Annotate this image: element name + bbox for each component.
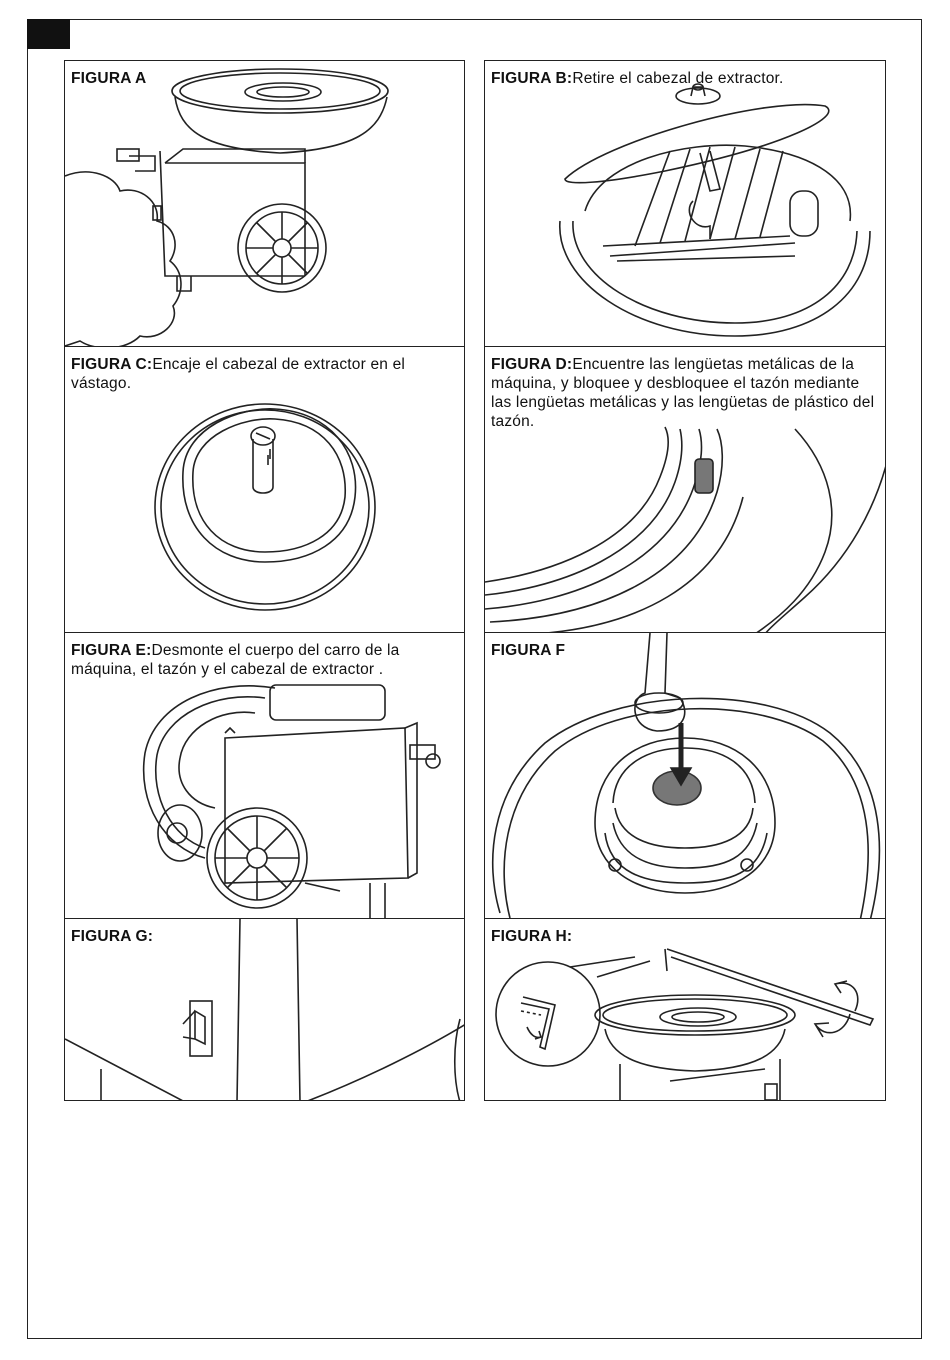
figure-d-illustration: [485, 426, 885, 632]
figure-c-panel: FIGURA C:Encaje el cabezal de extractor …: [64, 346, 465, 633]
figure-f-illustration: [491, 633, 881, 919]
figure-h-illustration: [495, 948, 875, 1100]
figure-c-text: Encaje el cabezal de extractor en el vás…: [71, 356, 406, 392]
figure-b-illustration: [559, 83, 871, 337]
figure-e-caption: FIGURA E:Desmonte el cuerpo del carro de…: [71, 641, 456, 679]
figure-b-panel: FIGURA B:Retire el cabezal de extractor.: [484, 60, 886, 347]
figure-c-label: FIGURA C:: [71, 356, 153, 373]
figure-e-label: FIGURA E:: [71, 642, 152, 659]
figure-a-caption: FIGURA A: [71, 69, 456, 88]
figure-d-panel: FIGURA D:Encuentre las lengüetas metálic…: [484, 346, 886, 633]
figure-d-label: FIGURA D:: [491, 356, 573, 373]
figure-g-caption: FIGURA G:: [71, 927, 456, 946]
figure-a-label: FIGURA A: [71, 70, 147, 87]
figure-d-caption: FIGURA D:Encuentre las lengüetas metálic…: [491, 355, 877, 431]
figure-e-text: Desmonte el cuerpo del carro de la máqui…: [71, 642, 400, 678]
figure-c-illustration: [154, 403, 376, 611]
figure-a-panel: FIGURA A: [64, 60, 465, 347]
page-corner-tab: [27, 19, 70, 49]
figure-g-illustration: [65, 919, 464, 1100]
figure-f-label: FIGURA F: [491, 642, 566, 659]
figure-a-illustration: [65, 68, 389, 346]
figure-f-panel: FIGURA F: [484, 632, 886, 920]
figure-h-panel: FIGURA H:: [484, 918, 886, 1101]
figure-g-label: FIGURA G:: [71, 928, 154, 945]
figure-f-caption: FIGURA F: [491, 641, 877, 660]
page-border: [27, 19, 922, 1339]
figure-h-label: FIGURA H:: [491, 928, 573, 945]
figure-b-caption: FIGURA B:Retire el cabezal de extractor.: [491, 69, 877, 88]
figure-d-text: Encuentre las lengüetas metálicas de la …: [491, 356, 875, 430]
figure-b-label: FIGURA B:: [491, 70, 573, 87]
figure-g-panel: FIGURA G:: [64, 918, 465, 1101]
figure-b-text: Retire el cabezal de extractor.: [572, 70, 784, 87]
figure-e-illustration: [142, 684, 441, 919]
figure-e-panel: FIGURA E:Desmonte el cuerpo del carro de…: [64, 632, 465, 920]
figure-h-caption: FIGURA H:: [491, 927, 877, 946]
figure-c-caption: FIGURA C:Encaje el cabezal de extractor …: [71, 355, 456, 393]
